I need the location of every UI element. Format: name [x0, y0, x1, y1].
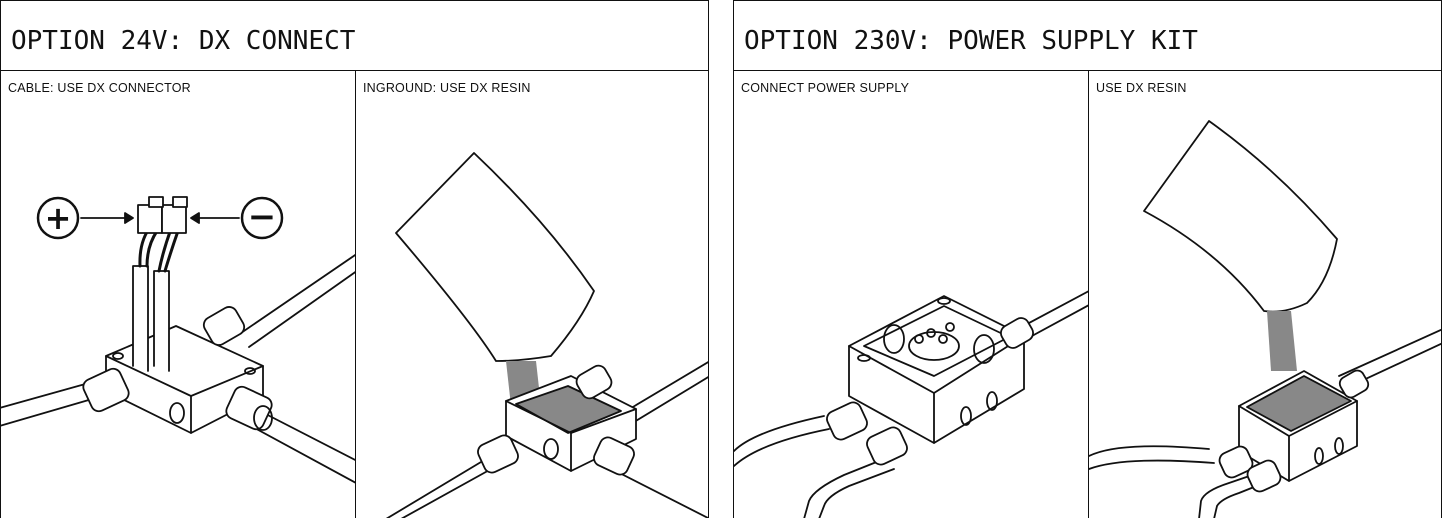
panel-230v: OPTION 230V: POWER SUPPLY KIT CONNECT PO… [733, 0, 1442, 518]
panel-24v: OPTION 24V: DX CONNECT CABLE: USE DX CON… [0, 0, 709, 518]
step-cable-connector: CABLE: USE DX CONNECTOR [1, 71, 356, 518]
dx-connector-illustration: + − [1, 196, 355, 484]
power-supply-illustration [734, 290, 1088, 518]
minus-symbol: − [248, 197, 277, 237]
step-use-dx-resin: USE DX RESIN [1089, 71, 1441, 518]
step-label: INGROUND: USE DX RESIN [363, 81, 531, 95]
panel-title: OPTION 24V: DX CONNECT [1, 1, 708, 71]
power-supply-resin-illustration [1089, 120, 1441, 518]
step-connect-power-supply: CONNECT POWER SUPPLY [734, 71, 1089, 518]
step-label: CONNECT POWER SUPPLY [741, 81, 910, 95]
plus-symbol: + [45, 199, 72, 237]
step-label: CABLE: USE DX CONNECTOR [8, 81, 191, 95]
panel-title: OPTION 230V: POWER SUPPLY KIT [734, 1, 1441, 71]
step-label: USE DX RESIN [1096, 81, 1187, 95]
step-inground-resin: INGROUND: USE DX RESIN [356, 71, 708, 518]
dx-resin-illustration [385, 152, 708, 518]
